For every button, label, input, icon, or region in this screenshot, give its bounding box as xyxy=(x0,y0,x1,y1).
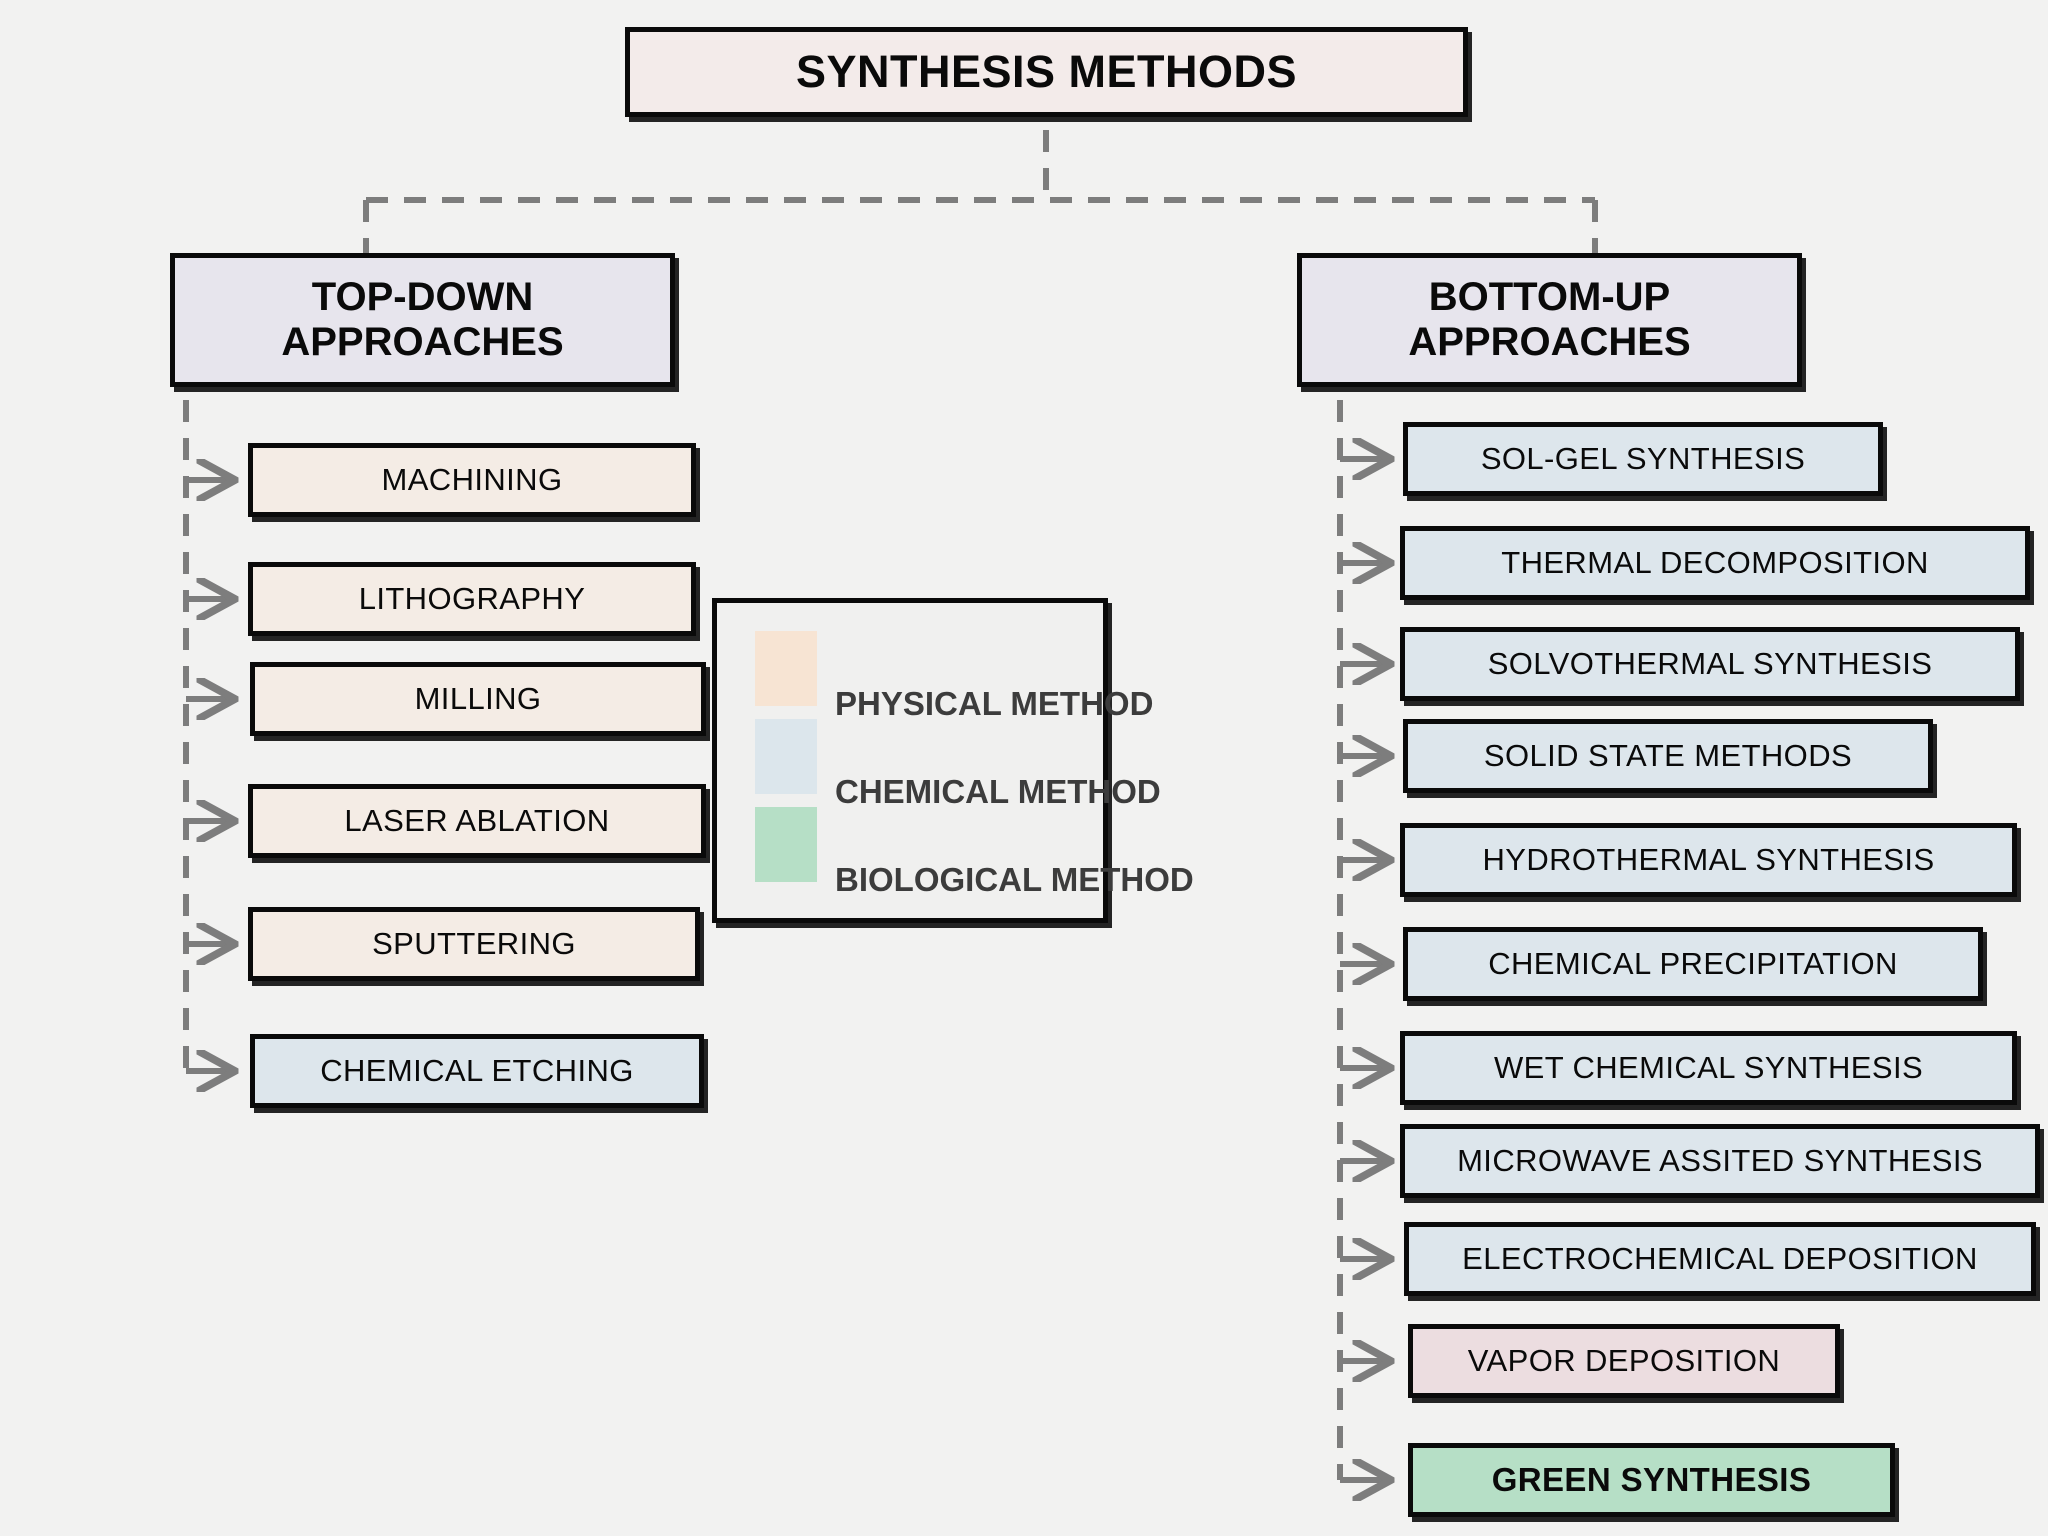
leaf-vapor-deposition[interactable]: VAPOR DEPOSITION xyxy=(1408,1324,1840,1398)
leaf-machining[interactable]: MACHINING xyxy=(248,443,696,517)
leaf-electrochemical-deposition[interactable]: ELECTROCHEMICAL DEPOSITION xyxy=(1404,1222,2036,1296)
leaf-microwave-assited-synthesis[interactable]: MICROWAVE ASSITED SYNTHESIS xyxy=(1400,1124,2040,1198)
leaf-thermal-decomposition-label: THERMAL DECOMPOSITION xyxy=(1501,545,1929,580)
leaf-lithography-label: LITHOGRAPHY xyxy=(358,581,586,616)
leaf-vapor-deposition-label: VAPOR DEPOSITION xyxy=(1467,1343,1781,1378)
leaf-wet-chemical-synthesis[interactable]: WET CHEMICAL SYNTHESIS xyxy=(1400,1031,2017,1105)
legend-item-physical: PHYSICAL METHOD xyxy=(717,625,1153,722)
legend-swatch-physical-icon xyxy=(755,630,817,706)
leaf-lithography[interactable]: LITHOGRAPHY xyxy=(248,562,696,636)
leaf-hydrothermal-synthesis-label: HYDROTHERMAL SYNTHESIS xyxy=(1482,842,1935,877)
leaf-hydrothermal-synthesis[interactable]: HYDROTHERMAL SYNTHESIS xyxy=(1400,823,2017,897)
legend-label-biological: BIOLOGICAL METHOD xyxy=(835,861,1194,898)
leaf-green-synthesis-label: GREEN SYNTHESIS xyxy=(1491,1461,1812,1498)
root-node-synthesis-methods[interactable]: SYNTHESIS METHODS xyxy=(625,27,1468,117)
legend-label-physical: PHYSICAL METHOD xyxy=(835,685,1154,722)
leaf-laser-ablation[interactable]: LASER ABLATION xyxy=(248,784,706,858)
leaf-thermal-decomposition[interactable]: THERMAL DECOMPOSITION xyxy=(1400,526,2030,600)
leaf-green-synthesis[interactable]: GREEN SYNTHESIS xyxy=(1408,1443,1895,1517)
legend-label-chemical: CHEMICAL METHOD xyxy=(835,773,1161,810)
leaf-chemical-etching[interactable]: CHEMICAL ETCHING xyxy=(250,1034,704,1108)
leaf-sputtering-label: SPUTTERING xyxy=(372,926,576,961)
leaf-solvothermal-synthesis-label: SOLVOTHERMAL SYNTHESIS xyxy=(1487,646,1933,681)
leaf-solid-state-methods-label: SOLID STATE METHODS xyxy=(1483,738,1853,773)
leaf-sputtering[interactable]: SPUTTERING xyxy=(248,907,700,981)
legend-item-biological: BIOLOGICAL METHOD xyxy=(717,801,1194,898)
root-node-label: SYNTHESIS METHODS xyxy=(795,46,1298,97)
leaf-milling-label: MILLING xyxy=(414,681,542,716)
legend-swatch-biological-icon xyxy=(755,806,817,882)
leaf-machining-label: MACHINING xyxy=(381,462,563,497)
leaf-solid-state-methods[interactable]: SOLID STATE METHODS xyxy=(1403,719,1933,793)
branch-node-bottom-up-label: BOTTOM-UP APPROACHES xyxy=(1408,275,1691,364)
leaf-sol-gel-synthesis[interactable]: SOL-GEL SYNTHESIS xyxy=(1403,422,1883,496)
leaf-wet-chemical-synthesis-label: WET CHEMICAL SYNTHESIS xyxy=(1493,1050,1924,1085)
leaf-electrochemical-deposition-label: ELECTROCHEMICAL DEPOSITION xyxy=(1462,1241,1978,1276)
leaf-chemical-precipitation[interactable]: CHEMICAL PRECIPITATION xyxy=(1403,927,1983,1001)
leaf-microwave-assited-synthesis-label: MICROWAVE ASSITED SYNTHESIS xyxy=(1457,1143,1983,1178)
branch-node-top-down-label: TOP-DOWN APPROACHES xyxy=(281,275,564,364)
leaf-solvothermal-synthesis[interactable]: SOLVOTHERMAL SYNTHESIS xyxy=(1400,627,2020,701)
legend-item-chemical: CHEMICAL METHOD xyxy=(717,713,1161,810)
legend-panel: PHYSICAL METHOD CHEMICAL METHOD BIOLOGIC… xyxy=(712,598,1194,923)
leaf-sol-gel-synthesis-label: SOL-GEL SYNTHESIS xyxy=(1480,441,1806,476)
branch-node-top-down[interactable]: TOP-DOWN APPROACHES xyxy=(170,253,675,387)
legend-swatch-chemical-icon xyxy=(755,718,817,794)
leaf-laser-ablation-label: LASER ABLATION xyxy=(344,803,610,838)
leaf-chemical-etching-label: CHEMICAL ETCHING xyxy=(320,1053,634,1088)
leaf-chemical-precipitation-label: CHEMICAL PRECIPITATION xyxy=(1488,946,1898,981)
leaf-milling[interactable]: MILLING xyxy=(250,662,706,736)
branch-node-bottom-up[interactable]: BOTTOM-UP APPROACHES xyxy=(1297,253,1802,387)
